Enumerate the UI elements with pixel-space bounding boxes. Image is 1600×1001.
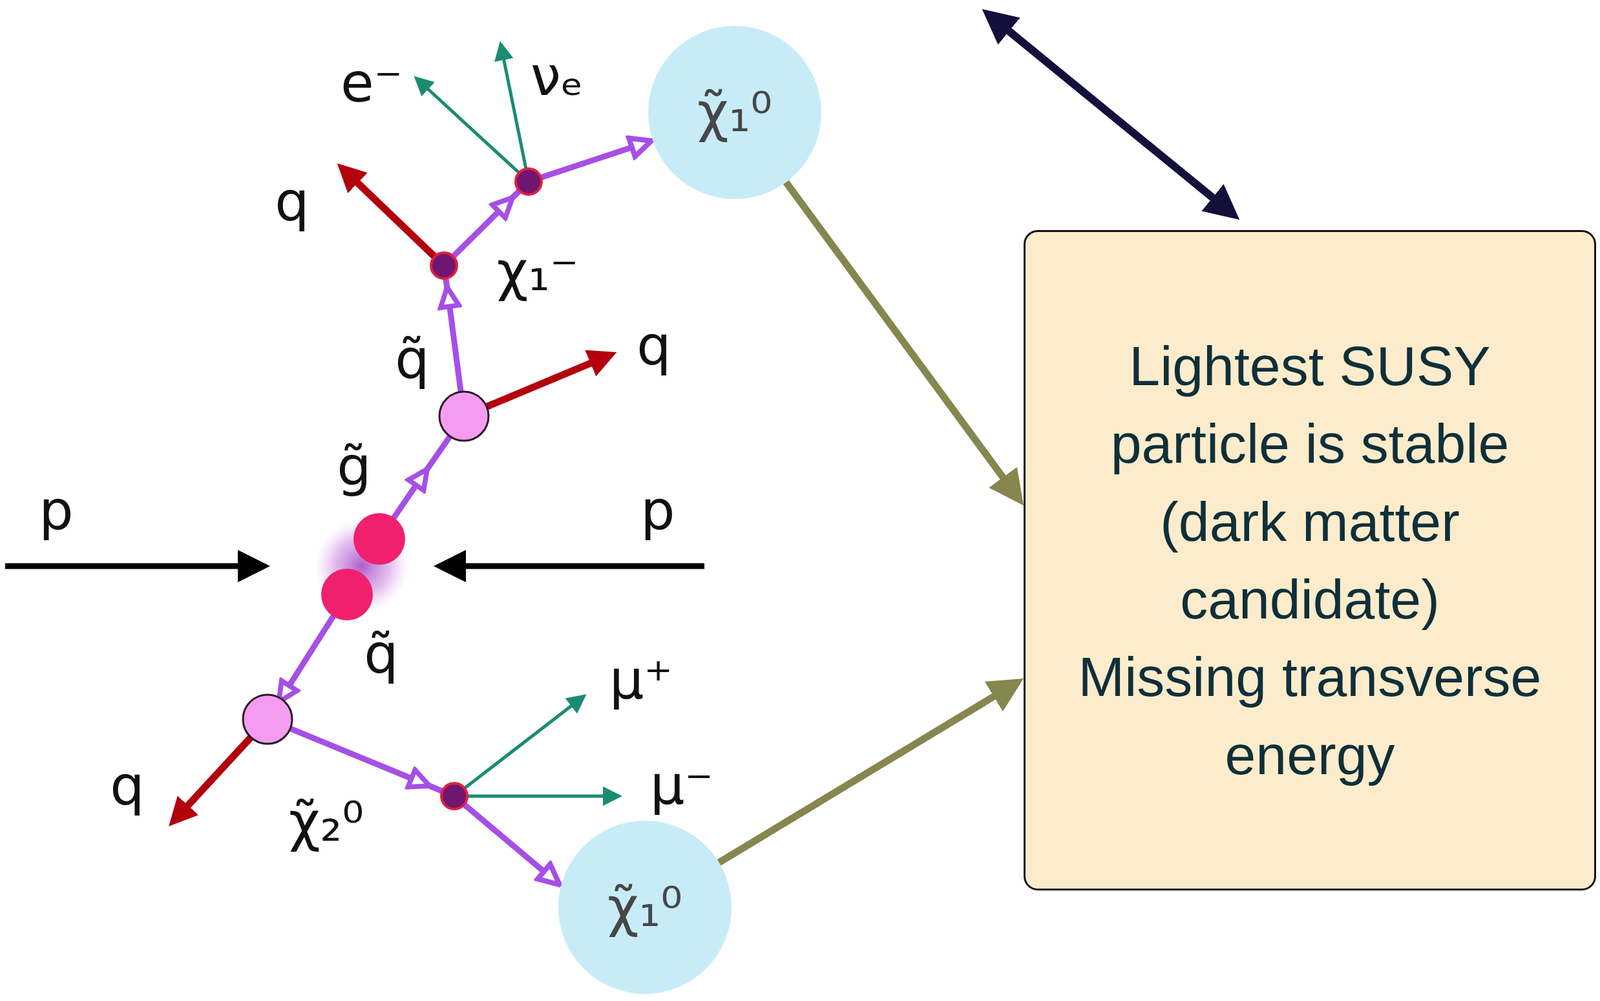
- particle-label: q: [109, 753, 145, 819]
- proton-beam: [456, 563, 705, 570]
- lepton-arrow: [454, 702, 576, 797]
- vertex: [439, 391, 489, 441]
- particle-label: p: [640, 478, 675, 544]
- lepton-arrow: [454, 794, 609, 799]
- particle-label: μ⁻: [650, 752, 714, 819]
- text-holder: χ̃₁⁰: [558, 820, 732, 994]
- collision-blob: [321, 568, 373, 621]
- quark-arrow: [351, 177, 444, 266]
- particle-label: q̃: [363, 621, 399, 687]
- collision-blob: [353, 513, 406, 565]
- circle-fill: [558, 820, 732, 994]
- connector-arrow: [785, 182, 1024, 506]
- note-box: Lightest SUSY particle is stable (dark m…: [1023, 230, 1597, 891]
- particle-label: χ̃₂⁰: [288, 789, 364, 855]
- particle-label: q: [636, 313, 671, 379]
- lepton-arrow: [502, 54, 529, 182]
- connector-group: [719, 182, 1024, 863]
- particle-label: μ⁺: [609, 647, 673, 713]
- small-vertex: [515, 168, 542, 195]
- particle-label: g̃: [336, 434, 371, 500]
- proton-beam: [5, 563, 248, 570]
- neutralino-line: [454, 796, 560, 885]
- circle-fill: [648, 25, 822, 200]
- particle-label: νₑ: [530, 43, 584, 110]
- neutralino2-line: [267, 719, 455, 797]
- text-holder: χ̃₁⁰: [648, 25, 822, 200]
- text-holder: Lightest SUSY particle is stable (dark m…: [1051, 326, 1569, 794]
- particle-label: q: [274, 169, 309, 235]
- node-text: Lightest SUSY particle is stable (dark m…: [1051, 326, 1569, 639]
- node-text: χ̃₁⁰: [697, 80, 773, 146]
- particle-label: e⁻: [340, 50, 403, 116]
- small-vertex: [441, 783, 468, 810]
- vertex: [242, 694, 293, 744]
- particle-label: q̃: [394, 326, 430, 393]
- neutralino-line: [528, 140, 652, 182]
- lsp-circle: χ̃₁⁰: [648, 25, 822, 200]
- double-arrow: [1000, 24, 1221, 205]
- node-text: χ̃₁⁰: [607, 874, 683, 941]
- lsp-circle: χ̃₁⁰: [558, 820, 732, 994]
- node-text: Missing transverse energy: [1051, 637, 1569, 794]
- small-vertex: [431, 252, 457, 279]
- connector-arrow: [719, 678, 1024, 863]
- particle-label: χ₁⁻: [496, 239, 579, 305]
- particle-label: p: [38, 478, 74, 544]
